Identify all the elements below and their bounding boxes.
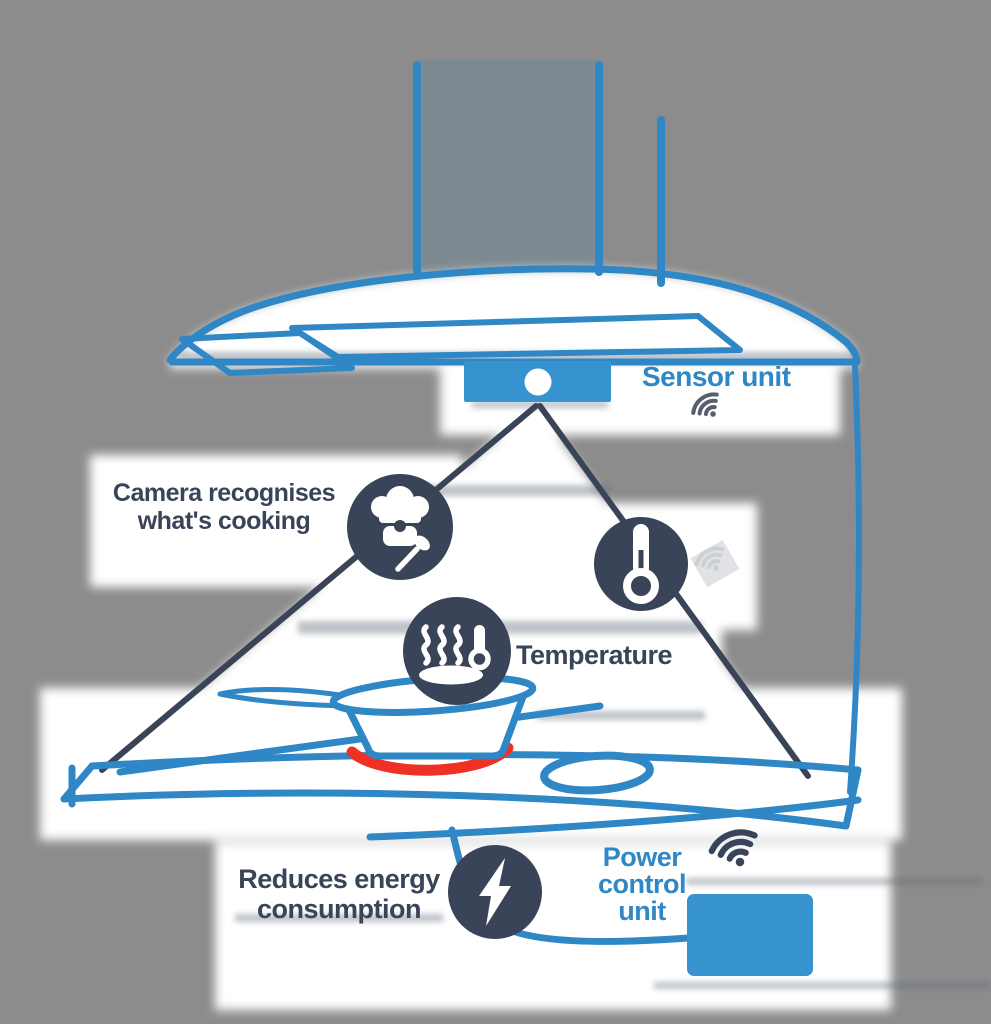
power-control-label-line3: unit <box>618 896 666 926</box>
thermometer-icon <box>594 517 688 611</box>
pan-handle <box>217 686 350 709</box>
energy-label: Reduces energy consumption <box>210 864 468 924</box>
power-control-label-line2: control <box>598 869 687 899</box>
chimney-edges <box>413 61 665 287</box>
camera-label: Camera recognises what's cooking <box>95 479 353 535</box>
power-control-label-line1: Power <box>602 842 682 872</box>
sensor-camera-lens <box>524 368 552 396</box>
burner-ring <box>540 751 654 795</box>
temperature-label: Temperature <box>516 640 673 670</box>
sensor-unit-box <box>464 361 611 402</box>
power-control-box <box>687 894 813 976</box>
camera-label-line2: what's cooking <box>137 507 311 535</box>
chef-hat-icon <box>347 474 453 580</box>
energy-label-line2: consumption <box>257 894 422 924</box>
sensor-wifi-icon <box>691 392 719 417</box>
camera-label-line1: Camera recognises <box>112 479 336 507</box>
power-wifi-icon <box>708 829 758 867</box>
sensor-unit-label: Sensor unit <box>642 361 791 392</box>
hood-side-line <box>847 363 863 795</box>
energy-label-line1: Reduces energy <box>238 864 440 894</box>
chimney-duct <box>417 60 600 274</box>
steam-temperature-icon <box>403 597 511 705</box>
power-control-label: Power control unit <box>566 844 718 925</box>
thermometer-wifi-icon <box>690 539 740 588</box>
lightning-icon <box>448 845 542 939</box>
